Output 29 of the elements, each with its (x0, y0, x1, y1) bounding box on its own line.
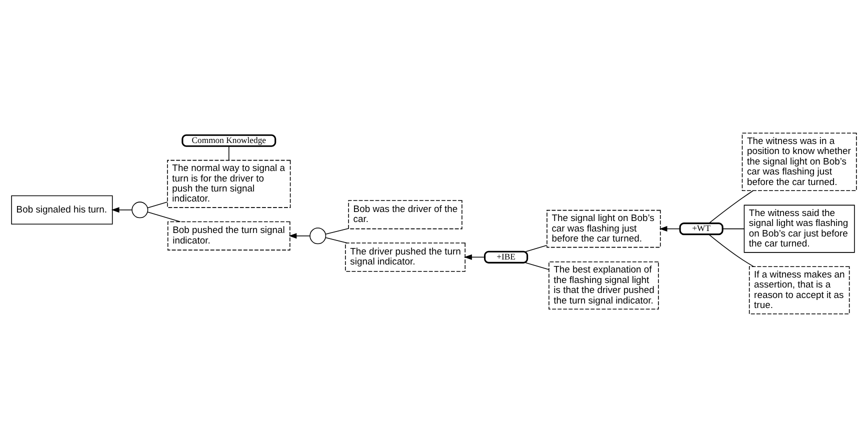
node-box: Bob pushed the turn signal indicator. (167, 221, 290, 250)
node-circle (132, 202, 148, 218)
connector (147, 202, 168, 208)
connector (525, 245, 548, 252)
arrow (464, 254, 486, 260)
node-box: The signal light on Bob’s car was flashing just before the car turned. (546, 210, 661, 248)
node-box: The normal way to signal a turn is for the driver to push the turn signal indicator. (167, 160, 291, 208)
node-circle (310, 228, 326, 244)
node-box: The best explanation of the flashing signal light is that the driver pushed the turn signal indicator. (548, 262, 659, 310)
connector (228, 146, 230, 161)
connector (325, 228, 349, 235)
node-box: The witness said the signal light was flashing on Bob’s car just before the car turned. (744, 204, 855, 253)
arrow (659, 226, 680, 232)
node-box: The driver pushed the turn signal indicator. (345, 242, 466, 272)
node-box: If a witness makes an assertion, that is a reason to accept it as true. (748, 266, 850, 314)
connector (708, 190, 754, 224)
node-box: Bob was the driver of the car. (348, 200, 462, 230)
node-box: +WT (679, 222, 724, 236)
node-box: Common Knowledge (182, 134, 276, 147)
connector (325, 237, 348, 244)
connector (525, 262, 550, 270)
connector (147, 212, 181, 222)
connector (722, 228, 745, 230)
node-box: The witness was in a position to know whether the signal light on Bob’s car was flashing just before the car turned. (742, 132, 857, 192)
arrow (288, 233, 310, 239)
arrow (111, 207, 132, 213)
node-box: +IBE (484, 250, 528, 264)
node-box: Bob signaled his turn. (11, 195, 113, 224)
connector (708, 234, 754, 267)
